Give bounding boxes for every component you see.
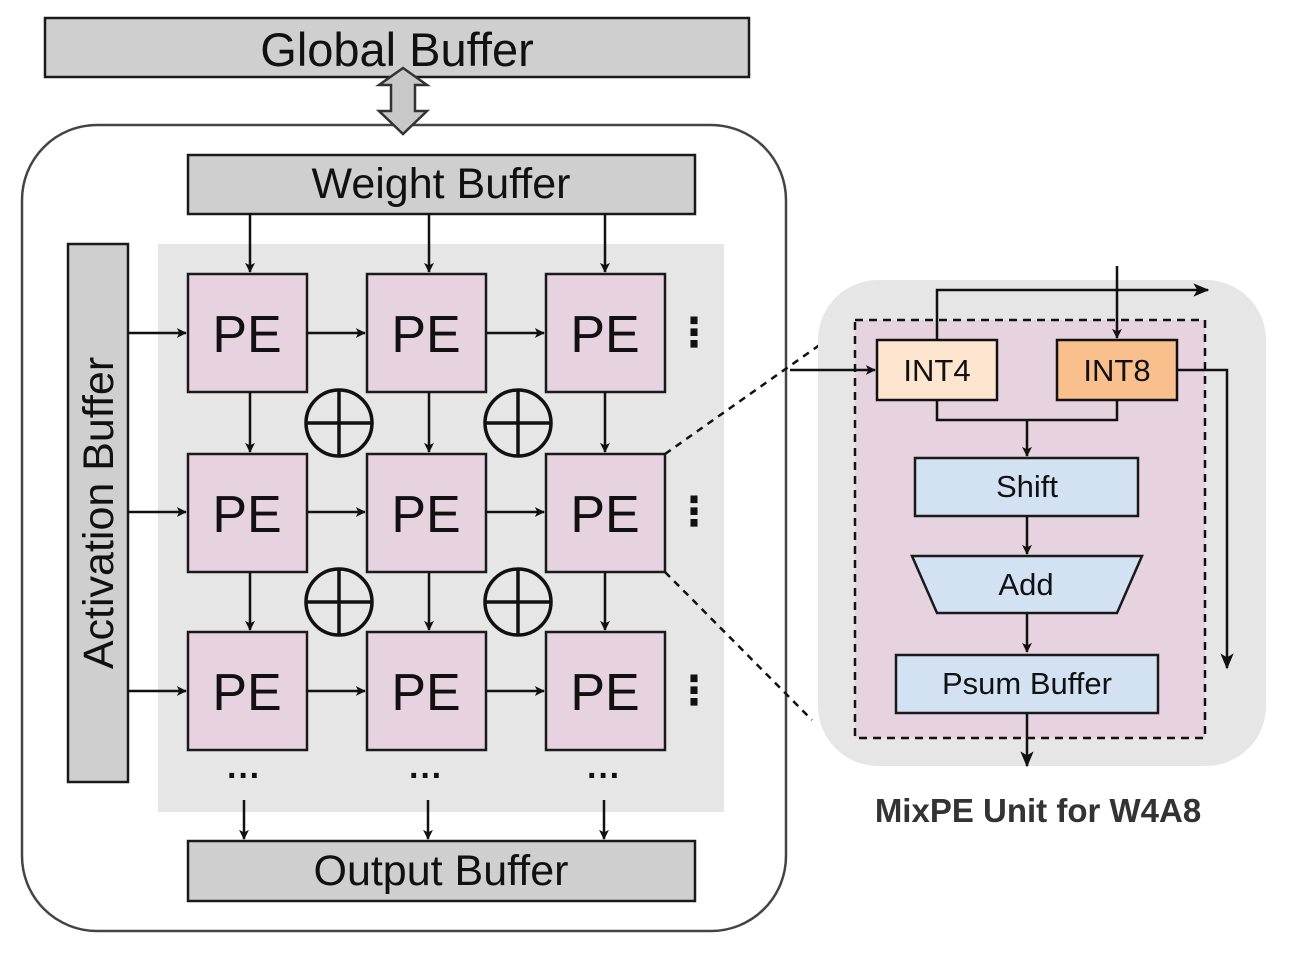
horizontal-ellipsis: ···: [227, 757, 261, 795]
output-buffer-label: Output Buffer: [314, 847, 569, 895]
pe-label: PE: [391, 664, 460, 722]
adder-icon: [483, 567, 553, 637]
pe-r3-c2: PE: [365, 630, 488, 752]
int4-label: INT4: [903, 353, 970, 388]
shift-label: Shift: [996, 469, 1058, 504]
psum-buffer: Psum Buffer: [894, 653, 1160, 715]
adder-icons: [304, 388, 553, 637]
int8-output-arrow: [1177, 368, 1234, 670]
bidirectional-arrow-icon: [375, 66, 431, 136]
int8-register: INT8: [1055, 338, 1179, 402]
mixpe-unit: INT4 INT8 Shift Add Psum Buffer MixPE U: [790, 266, 1266, 829]
global-buffer: Global Buffer: [43, 16, 751, 79]
pe-label: PE: [391, 306, 460, 364]
horizontal-pe-arrows: [307, 328, 545, 696]
pe-r2-c1: PE: [186, 452, 309, 574]
pe-label: PE: [570, 306, 639, 364]
add-unit: Add: [910, 554, 1144, 615]
adder-icon: [483, 388, 553, 458]
activation-arrows: [128, 328, 187, 696]
vertical-pe-arrows: [245, 392, 610, 631]
activation-buffer-label: Activation Buffer: [75, 357, 123, 669]
pe-label: PE: [212, 486, 281, 544]
weight-buffer: Weight Buffer: [186, 153, 697, 216]
mixpe-caption: MixPE Unit for W4A8: [875, 792, 1201, 829]
vertical-ellipsis: ⋮: [674, 311, 714, 355]
pe-label: PE: [570, 664, 639, 722]
pe-r2-c3: PE: [544, 452, 667, 574]
zoom-lines: [664, 318, 856, 721]
horizontal-ellipsis: ···: [587, 757, 621, 795]
pe-r3-c1: PE: [186, 630, 309, 752]
pe-r2-c2: PE: [365, 452, 488, 574]
pe-r3-c3: PE: [544, 630, 667, 752]
pe-grid: PE PE PE PE PE PE PE PE PE: [186, 272, 667, 752]
shift-unit: Shift: [913, 456, 1140, 518]
vertical-ellipsis: ⋮: [674, 669, 714, 713]
pe-r1-c3: PE: [544, 272, 667, 394]
adder-icon: [304, 388, 374, 458]
pe-label: PE: [212, 306, 281, 364]
output-arrows: [239, 800, 609, 840]
vertical-ellipsis: ⋮: [674, 490, 714, 534]
weight-buffer-label: Weight Buffer: [312, 160, 571, 208]
int4-register: INT4: [875, 338, 999, 402]
adder-icon: [304, 567, 374, 637]
output-buffer: Output Buffer: [186, 839, 697, 903]
column-ellipsis: ··· ··· ···: [227, 757, 621, 795]
weight-arrows: [245, 214, 610, 273]
int8-label: INT8: [1083, 353, 1150, 388]
pe-label: PE: [570, 486, 639, 544]
pe-r1-c2: PE: [365, 272, 488, 394]
row-ellipsis: ⋮ ⋮ ⋮: [674, 311, 714, 713]
pe-r1-c1: PE: [186, 272, 309, 394]
pe-label: PE: [212, 664, 281, 722]
add-label: Add: [998, 567, 1053, 602]
psum-buffer-label: Psum Buffer: [942, 666, 1112, 701]
activation-buffer: Activation Buffer: [66, 242, 130, 784]
pe-label: PE: [391, 486, 460, 544]
global-buffer-label: Global Buffer: [260, 23, 533, 76]
horizontal-ellipsis: ···: [409, 757, 443, 795]
